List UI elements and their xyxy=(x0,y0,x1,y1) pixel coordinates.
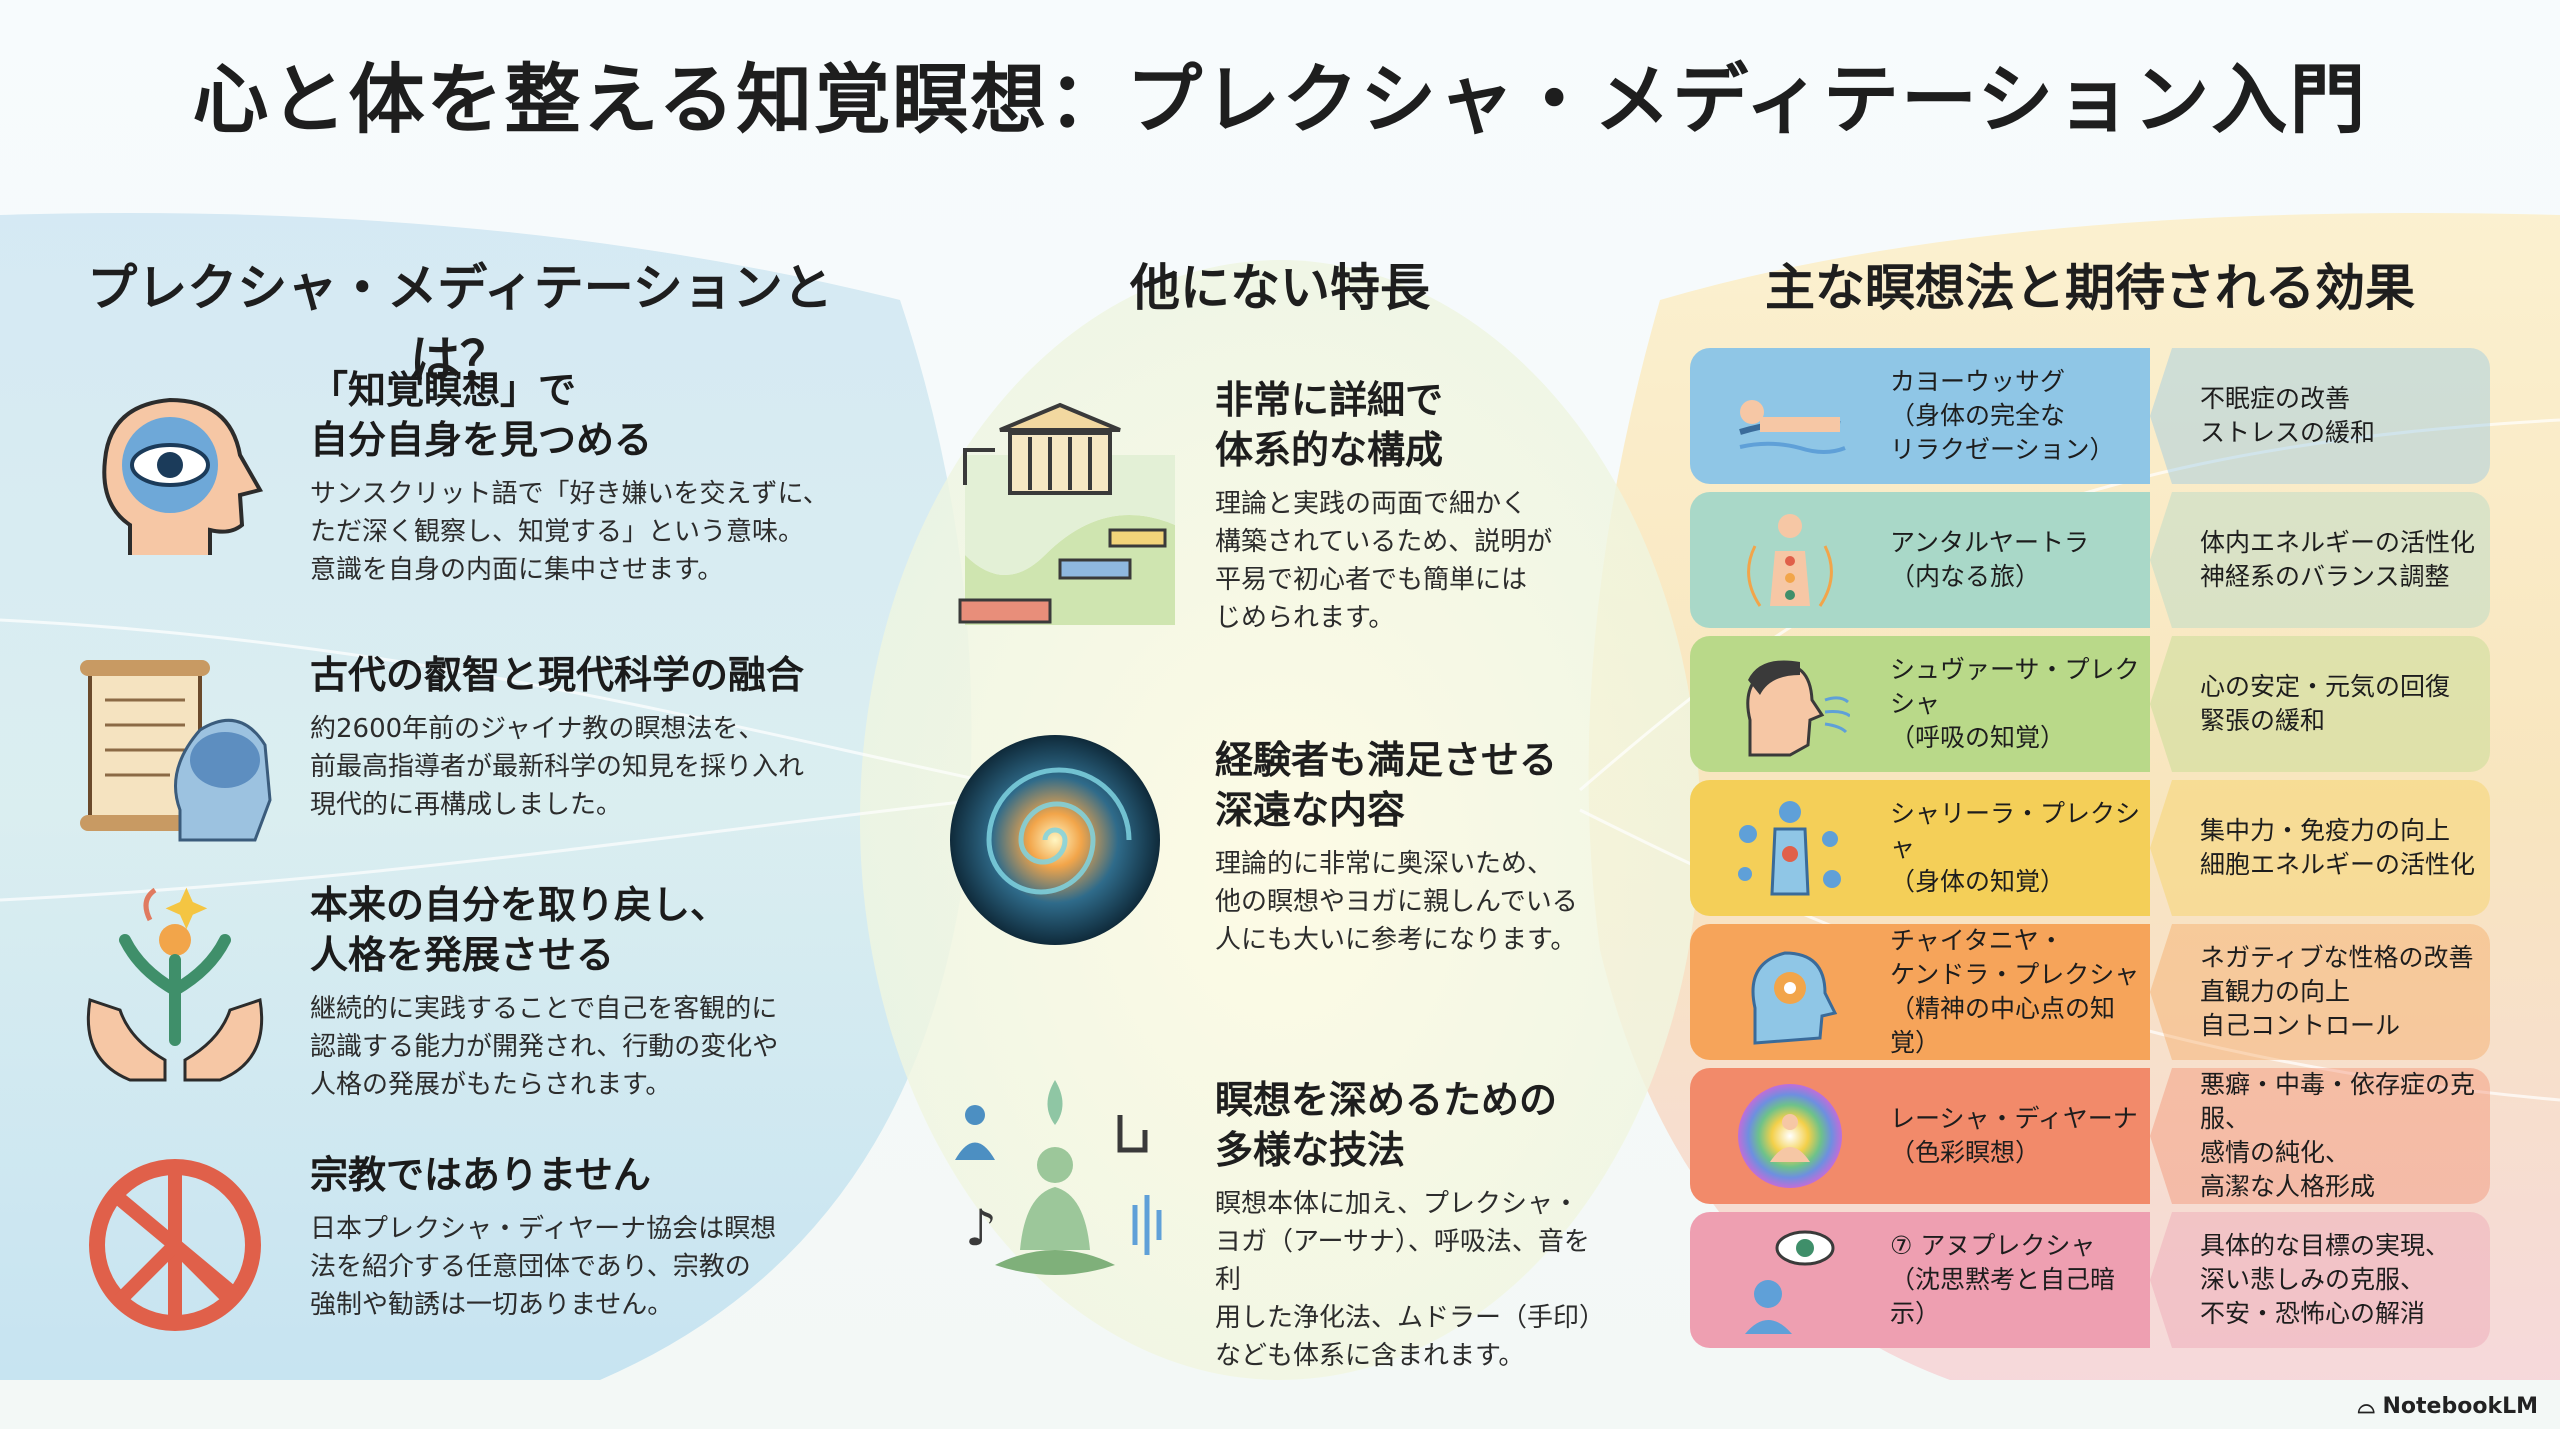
method-name: レーシャ・ディヤーナ （色彩瞑想） xyxy=(1890,1104,2138,1167)
feature-item-techniques: ♪ 瞑想を深めるための 多様な技法 瞑想本体に加え、プレクシャ・ ヨガ（アーサナ… xyxy=(925,1075,2005,1371)
method-name-cell: シュヴァーサ・プレクシャ （呼吸の知覚） xyxy=(1690,636,2150,772)
method-effect: 具体的な目標の実現、 深い悲しみの克服、 不安・恐怖心の解消 xyxy=(2200,1231,2451,1328)
method-name: チャイタニヤ・ ケンドラ・プレクシャ （精神の中心点の知覚） xyxy=(1890,926,2140,1057)
page-title: 心と体を整える知覚瞑想：プレクシャ・メディテーション入門 xyxy=(192,55,2368,144)
method-name-cell: レーシャ・ディヤーナ （色彩瞑想） xyxy=(1690,1068,2150,1204)
method-effect-cell: ネガティブな性格の改善 直観力の向上 自己コントロール xyxy=(2150,924,2490,1060)
method-effect-cell: 体内エネルギーの活性化 神経系のバランス調整 xyxy=(2150,492,2490,628)
intro-item-title: 「知覚瞑想」で 自分自身を見つめる xyxy=(310,368,653,462)
growth-hands-icon xyxy=(86,887,264,1082)
feature-item-systematic: 非常に詳細で 体系的な構成 理論と実践の両面で細かく 構築されているため、説明が… xyxy=(925,375,2005,655)
mind-center-icon xyxy=(1751,951,1838,1045)
method-row: ⑦ アヌプレクシャ （沈思黙考と自己暗示） 具体的な目標の実現、 深い悲しみの克服… xyxy=(1690,1212,2490,1348)
method-name-cell: シャリーラ・プレクシャ （身体の知覚） xyxy=(1690,780,2150,916)
breathing-face-icon xyxy=(1746,660,1850,757)
spiral-galaxy-icon xyxy=(950,735,1160,945)
method-effect-cell: 集中力・免疫力の向上 細胞エネルギーの活性化 xyxy=(2150,780,2490,916)
right-column-heading: 主な瞑想法と期待される効果 xyxy=(1765,259,2415,317)
method-row: アンタルヤートラ （内なる旅） 体内エネルギーの活性化 神経系のバランス調整 xyxy=(1690,492,2490,628)
notebooklm-brand: ⌓ NotebookLM xyxy=(2357,1394,2538,1419)
method-name-cell: ⑦ アヌプレクシャ （沈思黙考と自己暗示） xyxy=(1690,1212,2150,1348)
method-effect: 心の安定・元気の回復 緊張の緩和 xyxy=(2200,672,2451,735)
method-effect: 不眠症の改善 ストレスの緩和 xyxy=(2200,384,2376,447)
contemplation-eye-icon xyxy=(1745,1230,1835,1334)
intro-item-desc: 日本プレクシャ・ディヤーナ協会は瞑想 法を紹介する任意団体であり、宗教の 強制や… xyxy=(310,1214,777,1320)
meditation-techniques-icon: ♪ xyxy=(955,1080,1162,1275)
method-name-cell: アンタルヤートラ （内なる旅） xyxy=(1690,492,2150,628)
intro-item-desc: 継続的に実践することで自己を客観的に 認識する能力が開発され、行動の変化や 人格… xyxy=(310,994,779,1100)
method-name: シュヴァーサ・プレクシャ （呼吸の知覚） xyxy=(1890,655,2140,752)
method-name-cell: チャイタニヤ・ ケンドラ・プレクシャ （精神の中心点の知覚） xyxy=(1690,924,2150,1060)
method-effect: 体内エネルギーの活性化 神経系のバランス調整 xyxy=(2200,528,2476,591)
method-name: アンタルヤートラ （内なる旅） xyxy=(1890,528,2090,591)
method-effect: ネガティブな性格の改善 直観力の向上 自己コントロール xyxy=(2200,943,2474,1040)
method-row: チャイタニヤ・ ケンドラ・プレクシャ （精神の中心点の知覚） ネガティブな性格の改… xyxy=(1690,924,2490,1060)
body-cells-icon xyxy=(1738,801,1841,896)
method-effect-cell: 悪癖・中毒・依存症の克服、 感情の純化、 高潔な人格形成 xyxy=(2150,1068,2490,1204)
method-effect: 集中力・免疫力の向上 細胞エネルギーの活性化 xyxy=(2200,816,2476,879)
feature-item-title: 非常に詳細で 体系的な構成 xyxy=(1215,378,1444,472)
color-aura-icon xyxy=(1738,1084,1842,1188)
feature-item-desc: 理論的に非常に奥深いため、 他の瞑想やヨガに親しんでいる 人にも大いに参考になり… xyxy=(1215,849,1578,955)
method-name-cell: カヨーウッサグ （身体の完全な リラクゼーション） xyxy=(1690,348,2150,484)
intro-item-title: 宗教ではありません xyxy=(310,1153,651,1197)
head-eye-icon xyxy=(102,397,264,555)
method-effect-cell: 心の安定・元気の回復 緊張の緩和 xyxy=(2150,636,2490,772)
method-row: レーシャ・ディヤーナ （色彩瞑想） 悪癖・中毒・依存症の克服、 感情の純化、 高潔… xyxy=(1690,1068,2490,1204)
feature-item-title: 経験者も満足させる 深遠な内容 xyxy=(1215,738,1558,832)
intro-item-not-religion: 宗教ではありません 日本プレクシャ・ディヤーナ協会は瞑想 法を紹介する任意団体で… xyxy=(70,1150,870,1410)
feature-item-desc: 理論と実践の両面で細かく 構築されているため、説明が 平易で初心者でも簡単には … xyxy=(1215,489,1553,633)
method-name: ⑦ アヌプレクシャ （沈思黙考と自己暗示） xyxy=(1890,1231,2116,1328)
method-name: シャリーラ・プレクシャ （身体の知覚） xyxy=(1890,799,2141,896)
brand-logo-icon: ⌓ xyxy=(2357,1394,2383,1419)
intro-item-perception: 「知覚瞑想」で 自分自身を見つめる サンスクリット語で「好き嫌いを交えずに、 た… xyxy=(70,365,870,625)
intro-item-desc: 約2600年前のジャイナ教の瞑想法を、 前最高指導者が最新科学の知見を採り入れ … xyxy=(310,714,805,820)
intro-item-title: 本来の自分を取り戻し、 人格を発展させる xyxy=(310,883,729,977)
method-name: カヨーウッサグ （身体の完全な リラクゼーション） xyxy=(1890,367,2115,464)
svg-text:♪: ♪ xyxy=(965,1199,997,1257)
intro-item-title: 古代の叡智と現代科学の融合 xyxy=(310,653,805,697)
intro-item-desc: サンスクリット語で「好き嫌いを交えずに、 ただ深く観察し、知覚する」という意味。… xyxy=(310,479,829,585)
center-column-heading: 他にない特長 xyxy=(1130,259,1430,317)
no-religion-icon xyxy=(89,1159,261,1331)
left-column-heading: プレクシャ・メディテーションとは？ xyxy=(87,259,833,389)
reclining-body-icon xyxy=(1739,400,1846,454)
intro-item-fusion: 古代の叡智と現代科学の融合 約2600年前のジャイナ教の瞑想法を、 前最高指導者… xyxy=(70,650,870,910)
feature-item-depth: 経験者も満足させる 深遠な内容 理論的に非常に奥深いため、 他の瞑想やヨガに親し… xyxy=(925,735,2005,1015)
brand-label: NotebookLM xyxy=(2382,1394,2538,1419)
method-row: カヨーウッサグ （身体の完全な リラクゼーション） 不眠症の改善 ストレスの緩和 xyxy=(1690,348,2490,484)
method-row: シャリーラ・プレクシャ （身体の知覚） 集中力・免疫力の向上 細胞エネルギーの活性… xyxy=(1690,780,2490,916)
temple-steps-icon xyxy=(958,402,1175,625)
method-effect-cell: 具体的な目標の実現、 深い悲しみの克服、 不安・恐怖心の解消 xyxy=(2150,1212,2490,1348)
method-row: シュヴァーサ・プレクシャ （呼吸の知覚） 心の安定・元気の回復 緊張の緩和 xyxy=(1690,636,2490,772)
feature-item-desc: 瞑想本体に加え、プレクシャ・ ヨガ（アーサナ）、呼吸法、音を利 用した浄化法、ム… xyxy=(1215,1189,1606,1371)
feature-item-title: 瞑想を深めるための 多様な技法 xyxy=(1215,1078,1558,1172)
method-effect: 悪癖・中毒・依存症の克服、 感情の純化、 高潔な人格形成 xyxy=(2200,1070,2476,1201)
intro-item-growth: 本来の自分を取り戻し、 人格を発展させる 継続的に実践することで自己を客観的に … xyxy=(70,880,870,1140)
energy-body-icon xyxy=(1747,514,1833,607)
scroll-brain-icon xyxy=(80,660,272,842)
method-effect-cell: 不眠症の改善 ストレスの緩和 xyxy=(2150,348,2490,484)
